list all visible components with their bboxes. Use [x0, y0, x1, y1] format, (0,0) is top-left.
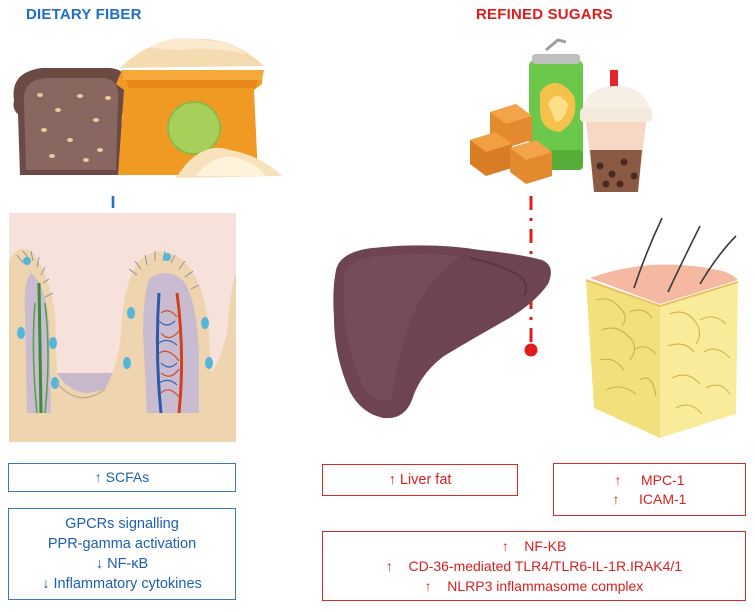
- liver-fat-box: ↑ Liver fat: [322, 464, 518, 496]
- systemic-effects-box: ↑ NF-KB ↑ CD-36-mediated TLR4/TLR6-IL-1R…: [322, 531, 746, 601]
- fiber-effects-box: GPCRs signalling PPR-gamma activation ↓ …: [8, 508, 236, 600]
- intestinal-villi-illustration: [9, 213, 236, 442]
- adipose-effect-line: ↑ ICAM-1: [612, 490, 687, 507]
- liver-fat-text: Liver fat: [399, 471, 452, 488]
- sugar-cubes-icon: [470, 104, 552, 184]
- fiber-effect-line: ↓ NF-κB: [95, 556, 149, 572]
- scfas-text: SCFAs: [105, 469, 150, 485]
- scfas-arrow: ↑: [94, 469, 106, 485]
- adipose-effect-line: ↑ MPC-1: [614, 471, 685, 488]
- soda-can-icon: [529, 38, 583, 170]
- fiber-effect-line: GPCRs signalling: [65, 516, 179, 532]
- sugar-connector-dot: [524, 343, 538, 357]
- bread-icon: [13, 68, 131, 175]
- systemic-effect-line: ↑ NF-KB: [501, 538, 567, 554]
- flour-sack-icon: [116, 38, 282, 178]
- adipose-effects-box: ↑ MPC-1 ↑ ICAM-1: [553, 463, 746, 516]
- liver-fat-arrow: ↑: [388, 471, 396, 488]
- refined-sugars-title: REFINED SUGARS: [476, 6, 613, 23]
- scfas-box: ↑ SCFAs: [8, 463, 236, 492]
- bubble-tea-icon: [580, 70, 652, 192]
- fiber-effect-line: ↓ Inflammatory cytokines: [42, 576, 202, 592]
- dietary-fiber-title: DIETARY FIBER: [26, 6, 142, 23]
- systemic-effect-line: ↑ NLRP3 inflammasome complex: [424, 578, 644, 594]
- systemic-effect-line: ↑ CD-36-mediated TLR4/TLR6-IL-1R.IRAK4/1: [385, 558, 683, 574]
- fiber-effect-line: PPR-gamma activation: [47, 536, 197, 552]
